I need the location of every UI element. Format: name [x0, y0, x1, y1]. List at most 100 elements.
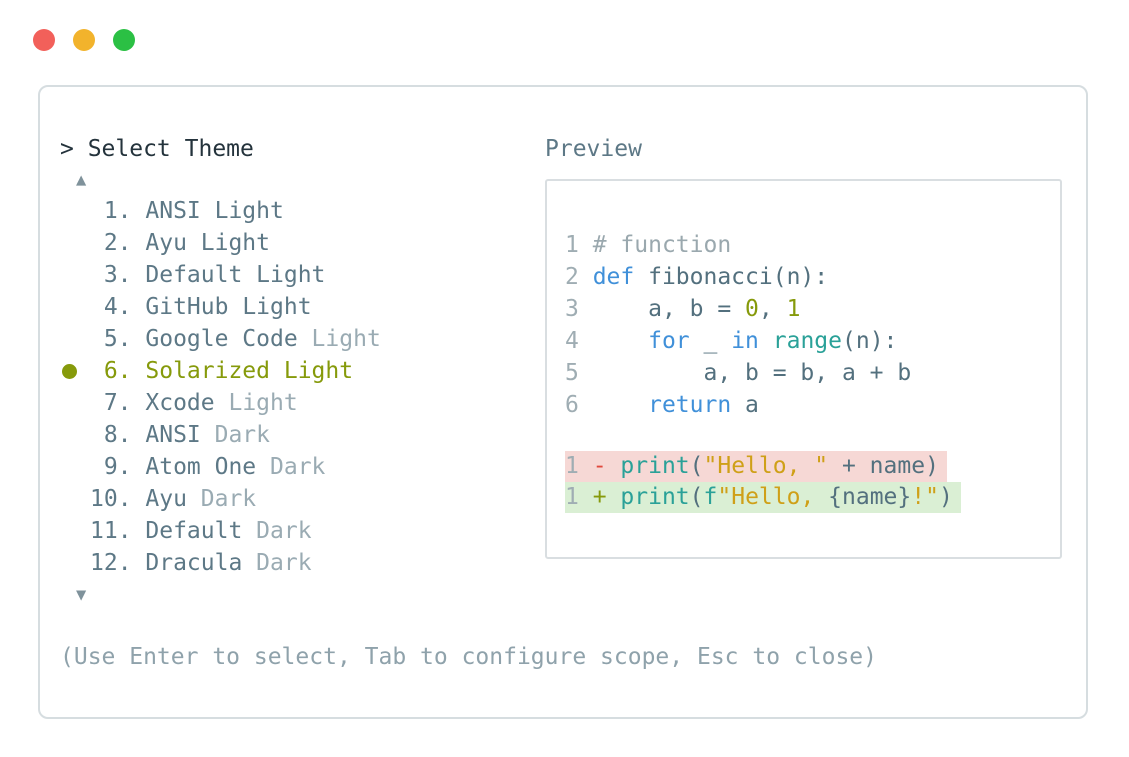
code-token: fibonacci(n):: [634, 264, 829, 290]
selected-bullet-icon: [60, 363, 90, 379]
theme-item-suffix: Light: [200, 198, 284, 224]
theme-item-number: 5.: [103, 326, 132, 352]
theme-item-number: 8.: [103, 422, 132, 448]
theme-item-number: 12.: [90, 550, 132, 576]
theme-item-name: Atom One: [145, 454, 257, 480]
theme-item-number: 1.: [103, 198, 132, 224]
theme-item-name: Dracula: [145, 550, 243, 576]
code-line: 1 # function: [565, 229, 1060, 261]
theme-item[interactable]: 2. Ayu Light: [60, 227, 545, 259]
code-token: +: [578, 484, 621, 510]
theme-item-name: Default: [145, 518, 243, 544]
scroll-down-icon[interactable]: ▼: [76, 585, 87, 605]
theme-item[interactable]: 11. Default Dark: [60, 515, 545, 547]
code-line: 4 for _ in range(n):: [565, 325, 1060, 357]
code-token: a, b = b, a + b: [592, 360, 912, 386]
diff-line-added: 1 + print(f"Hello, {name}!"): [565, 482, 1060, 513]
theme-item[interactable]: 5.Google Code Light: [60, 323, 545, 355]
theme-item-suffix: Light: [214, 390, 298, 416]
theme-item-name: Ayu: [145, 230, 187, 256]
keyboard-hints: (Use Enter to select, Tab to configure s…: [60, 644, 877, 670]
theme-item-suffix: Light: [297, 326, 381, 352]
theme-item-number: 6.: [103, 358, 132, 384]
theme-item[interactable]: 9. Atom One Dark: [60, 451, 545, 483]
code-token: print: [620, 453, 690, 479]
code-token: "Hello,: [717, 484, 829, 510]
theme-item-suffix: Dark: [256, 454, 326, 480]
code-token: [759, 328, 773, 354]
code-token: -: [578, 453, 621, 479]
theme-item-suffix: Light: [270, 358, 354, 384]
theme-item-suffix: Light: [186, 230, 271, 256]
line-number: 1: [565, 453, 579, 479]
theme-item-number: 11.: [90, 518, 132, 544]
theme-item-suffix: Light: [242, 262, 326, 288]
theme-item-name: Ayu: [145, 486, 187, 512]
code-token: [593, 392, 648, 418]
code-token: ,: [758, 296, 787, 322]
theme-item[interactable]: 12.Dracula Dark: [60, 547, 545, 579]
code-token: (n):: [842, 328, 898, 354]
theme-item-name: ANSI: [145, 422, 201, 448]
theme-item-number: 10.: [90, 486, 132, 512]
scroll-up-icon[interactable]: ▲: [76, 170, 87, 190]
theme-item-number: 4.: [103, 294, 132, 320]
theme-item-number: 7.: [103, 390, 132, 416]
theme-item-suffix: Dark: [242, 518, 312, 544]
code-token: f: [703, 484, 718, 510]
preview-box: 1 # function 2 def fibonacci(n): 3 a, b = 0,…: [545, 179, 1062, 559]
code-token: a, b =: [592, 296, 746, 322]
line-number: 1: [565, 232, 579, 258]
theme-item[interactable]: 3. Default Light: [60, 259, 545, 291]
code-token: return: [648, 392, 732, 418]
code-token: [593, 328, 648, 354]
code-line: 6 return a: [565, 389, 1060, 421]
theme-item-name: Default: [145, 262, 243, 288]
code-line: 2 def fibonacci(n):: [565, 261, 1060, 293]
theme-item[interactable]: 7. Xcode Light: [60, 387, 545, 419]
theme-item[interactable]: 8. ANSI Dark: [60, 419, 545, 451]
theme-item[interactable]: 10.Ayu Dark: [60, 483, 545, 515]
close-button[interactable]: [33, 29, 55, 51]
code-token: (: [689, 484, 704, 510]
code-token: _: [689, 328, 732, 354]
maximize-button[interactable]: [113, 29, 135, 51]
line-number: 4: [565, 328, 579, 354]
minimize-button[interactable]: [73, 29, 95, 51]
code-token: !": [911, 484, 939, 510]
theme-item-number: 3.: [103, 262, 132, 288]
theme-item-name: Xcode: [145, 390, 215, 416]
code-block: 1 # function 2 def fibonacci(n): 3 a, b = 0,…: [565, 229, 1060, 421]
code-token: range: [772, 328, 842, 354]
theme-item[interactable]: 4. GitHub Light: [60, 291, 545, 323]
theme-item-name: Solarized: [145, 358, 270, 384]
code-token: 0: [745, 296, 759, 322]
theme-list-column: > Select Theme ▲ 1. ANSI Light 2. Ayu Light…: [60, 133, 545, 611]
theme-item[interactable]: 6. Solarized Light: [60, 355, 545, 387]
theme-item-name: GitHub: [145, 294, 229, 320]
preview-label: Preview: [545, 136, 642, 162]
window-controls: [33, 29, 135, 51]
preview-column: Preview 1 # function 2 def fibonacci(n): 3 a…: [545, 133, 1062, 611]
theme-item-suffix: Dark: [200, 422, 271, 448]
code-token: def: [592, 264, 635, 290]
line-number: 3: [565, 296, 579, 322]
line-number: 1: [565, 484, 579, 510]
code-token: "Hello, ": [703, 453, 829, 479]
code-token: ): [938, 484, 953, 510]
code-token: in: [731, 328, 759, 354]
line-number: 6: [565, 392, 579, 418]
code-line: 5 a, b = b, a + b: [565, 357, 1060, 389]
code-token: print: [620, 484, 690, 510]
code-token: {name}: [828, 484, 912, 510]
theme-item-suffix: Light: [228, 294, 312, 320]
picker-prompt: > Select Theme: [60, 136, 254, 162]
code-token: a: [731, 392, 759, 418]
theme-item[interactable]: 1. ANSI Light: [60, 195, 545, 227]
theme-item-name: ANSI: [145, 198, 201, 224]
code-token: # function: [592, 232, 732, 258]
line-number: 2: [565, 264, 579, 290]
theme-item-number: 9.: [103, 454, 132, 480]
theme-item-number: 2.: [103, 230, 132, 256]
